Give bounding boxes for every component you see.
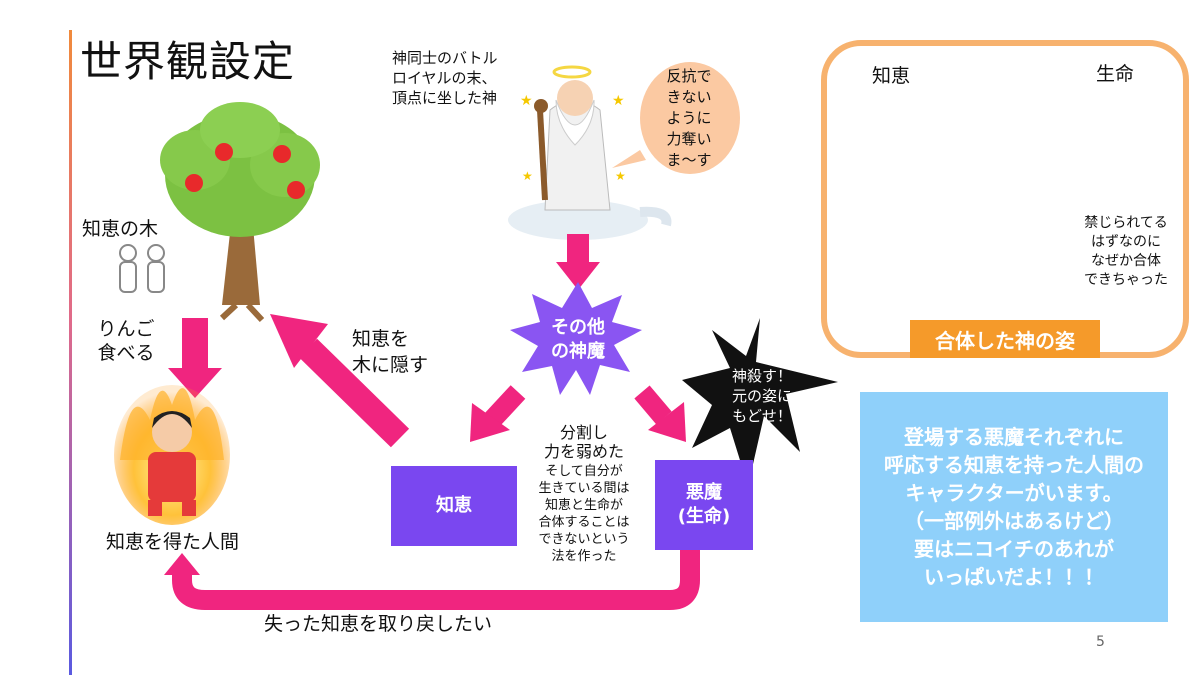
two-people-icon bbox=[119, 244, 165, 293]
god-speech: 反抗で きない ように 力奪い ま～す bbox=[666, 67, 712, 169]
arrow-to-demon bbox=[634, 385, 686, 442]
info-text: 登場する悪魔それぞれに 呼応する知恵を持った人間の キャラクターがいます。 （一… bbox=[884, 425, 1144, 589]
speech-bubble-shape bbox=[612, 62, 740, 174]
svg-text:★: ★ bbox=[520, 93, 533, 109]
law-text: そして自分が 生きている間は 知恵と生命が 合体することは できないという 法を… bbox=[538, 464, 630, 564]
arrow-god-to-others bbox=[556, 234, 600, 290]
demon-box: 悪魔 (生命) bbox=[655, 460, 753, 550]
page-title: 世界観設定 bbox=[80, 37, 296, 86]
god-icon: ★ ★ ★ ★ bbox=[508, 65, 672, 240]
human-label: 知恵を得た人間 bbox=[106, 531, 240, 553]
tree-label: 知恵の木 bbox=[82, 218, 159, 240]
arrow-regain-wisdom bbox=[164, 548, 700, 610]
arrow-tree-to-human bbox=[168, 318, 222, 398]
svg-text:★: ★ bbox=[612, 93, 625, 109]
apple-tree-icon bbox=[160, 102, 320, 323]
fusion-note: 禁じられてる はずなのに なぜか合体 できちゃった bbox=[1084, 215, 1168, 288]
hide-wisdom-text: 知恵を 木に隠す bbox=[352, 328, 429, 376]
split-text: 分割し 力を弱めた bbox=[543, 423, 624, 461]
god-caption: 神同士のバトル ロイヤルの末、 頂点に坐した神 bbox=[392, 49, 498, 107]
eat-apple-text: りんご 食べる bbox=[97, 318, 155, 364]
regain-wisdom-text: 失った知恵を取り戻したい bbox=[264, 613, 493, 635]
svg-text:★: ★ bbox=[615, 169, 626, 183]
other-gods-burst bbox=[510, 282, 642, 395]
fusion-frame bbox=[821, 40, 1189, 358]
fusion-life-label: 生命 bbox=[1096, 63, 1135, 85]
kill-burst bbox=[682, 318, 838, 486]
wisdom-box: 知恵 bbox=[391, 466, 517, 546]
arrow-to-wisdom bbox=[470, 385, 526, 442]
svg-text:★: ★ bbox=[522, 169, 533, 183]
fusion-wisdom-label: 知恵 bbox=[872, 65, 911, 87]
kill-god-text: 神殺す！ 元の姿に もどせ！ bbox=[731, 367, 792, 425]
page-number: 5 bbox=[1096, 634, 1105, 650]
fusion-label: 合体した神の姿 bbox=[910, 320, 1100, 358]
other-gods-label: その他 の神魔 bbox=[551, 317, 605, 362]
angry-human-icon bbox=[114, 385, 230, 525]
info-box: 登場する悪魔それぞれに 呼応する知恵を持った人間の キャラクターがいます。 （一… bbox=[860, 392, 1168, 622]
accent-line bbox=[69, 30, 72, 675]
arrow-hide-in-tree bbox=[270, 314, 410, 448]
